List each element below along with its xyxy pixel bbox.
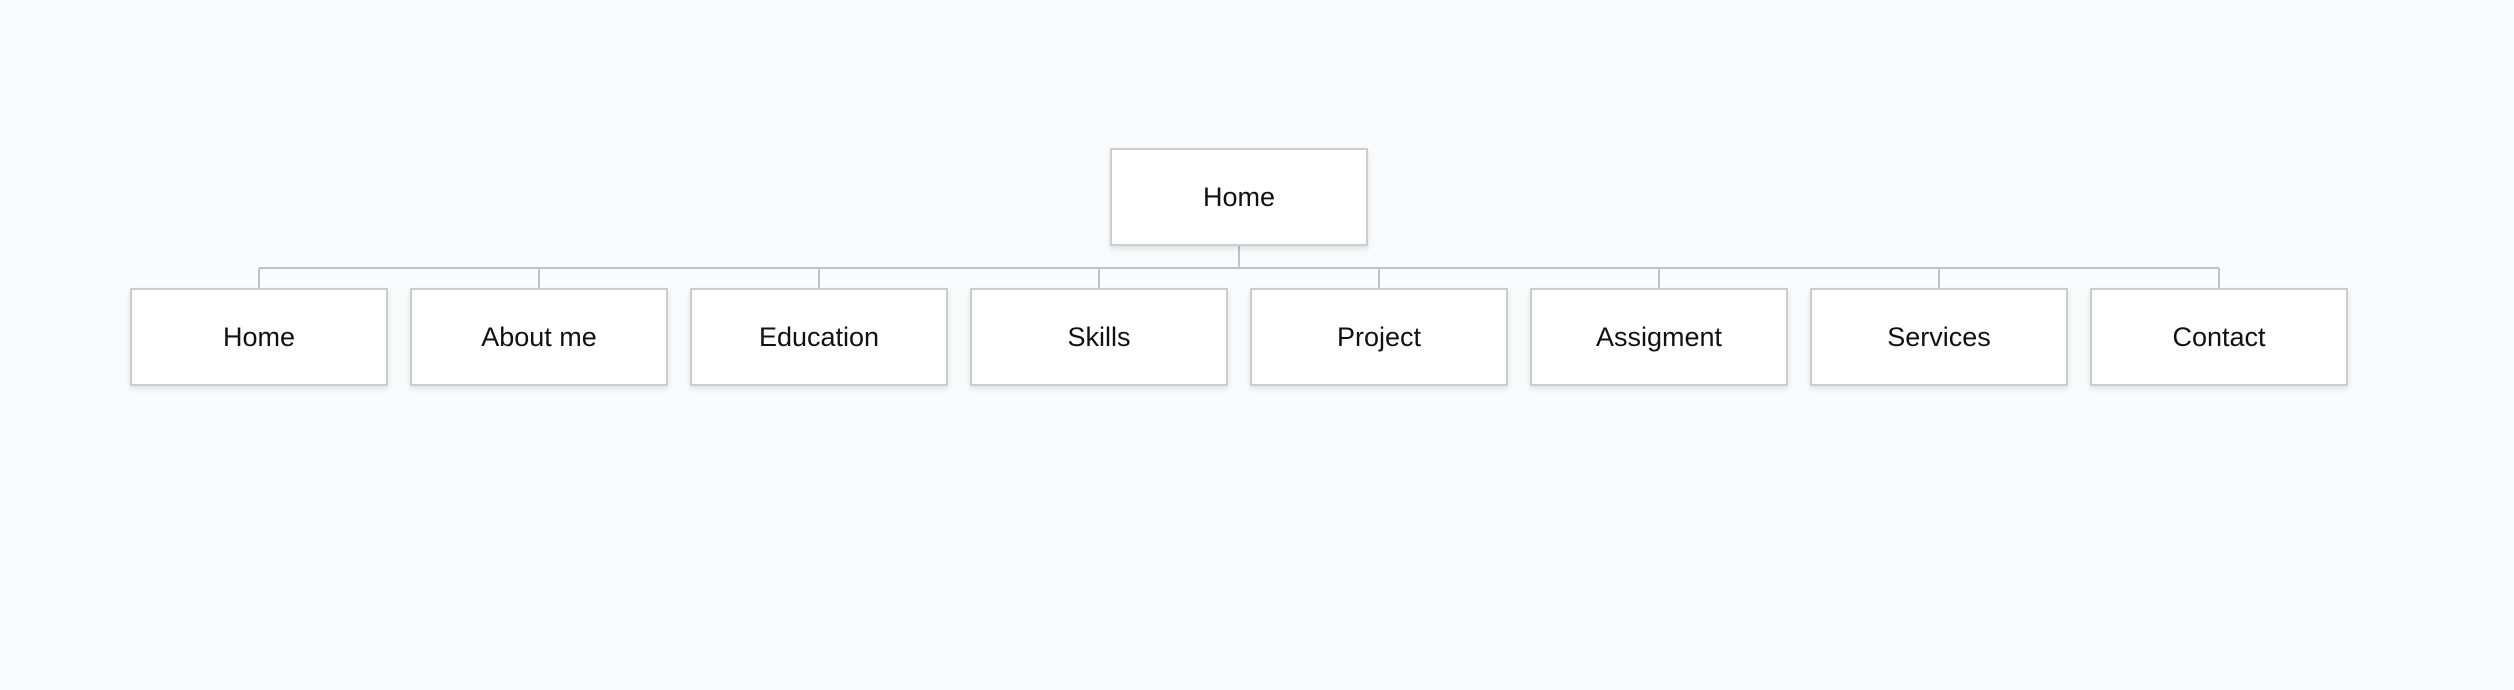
child-node-home[interactable]: Home: [130, 288, 388, 386]
child-node-services[interactable]: Services: [1810, 288, 2068, 386]
node-label: Skills: [1067, 321, 1131, 352]
node-label: Home: [1202, 181, 1276, 212]
child-node-project[interactable]: Project: [1250, 288, 1508, 386]
child-node-assigment[interactable]: Assigment: [1530, 288, 1788, 386]
node-label: Services: [1887, 321, 1991, 352]
node-label: Project: [1336, 321, 1422, 352]
node-label: Home: [222, 321, 296, 352]
child-node-about-me[interactable]: About me: [410, 288, 668, 386]
node-label: About me: [481, 321, 597, 352]
root-node-home[interactable]: Home: [1110, 148, 1368, 246]
child-node-contact[interactable]: Contact: [2090, 288, 2348, 386]
node-label: Education: [758, 321, 880, 352]
child-node-education[interactable]: Education: [690, 288, 948, 386]
node-label: Assigment: [1595, 321, 1723, 352]
child-node-skills[interactable]: Skills: [970, 288, 1228, 386]
node-label: Contact: [2172, 321, 2266, 352]
